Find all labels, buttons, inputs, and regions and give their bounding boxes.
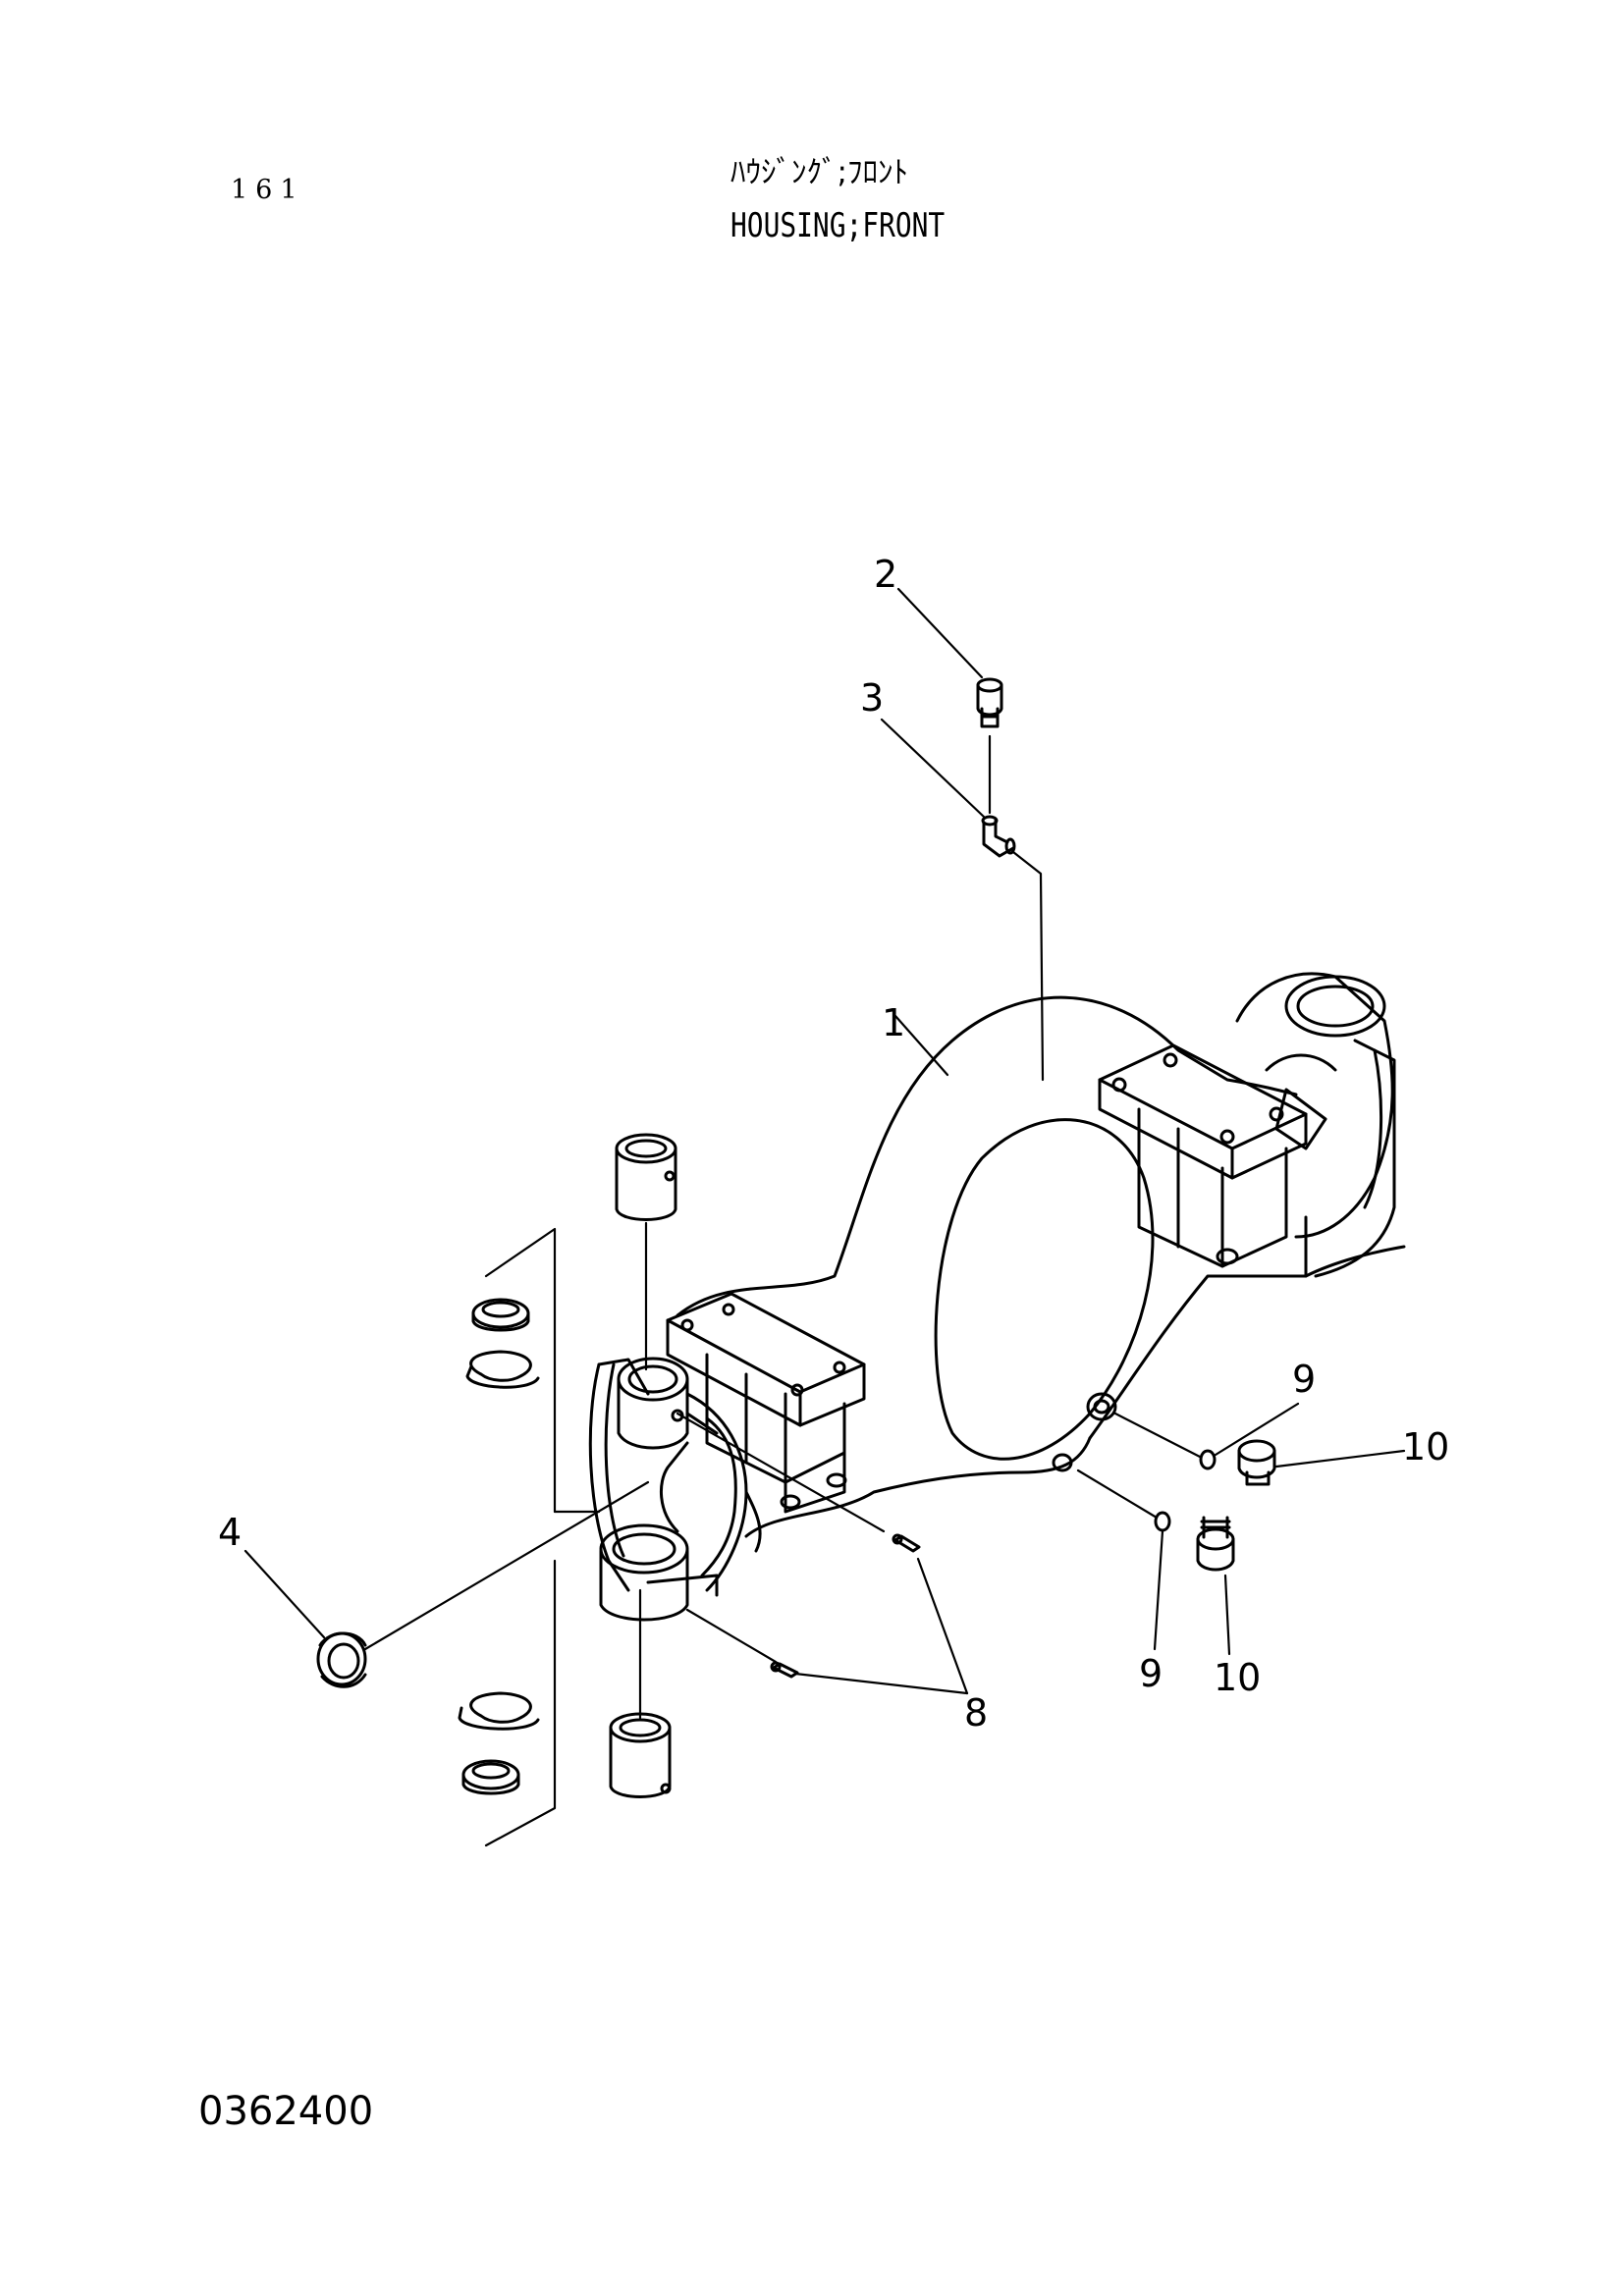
grease-fitting xyxy=(976,677,1003,728)
page-number: 161 xyxy=(231,175,305,205)
oil-seal xyxy=(316,1631,367,1688)
leader-lines xyxy=(243,587,1406,1847)
callout-10-upper: 10 xyxy=(1402,1425,1449,1468)
title-english: HOUSING;FRONT xyxy=(730,206,946,245)
grease-nipple xyxy=(770,1533,921,1679)
o-ring xyxy=(1154,1449,1217,1532)
callout-9-upper: 9 xyxy=(1292,1358,1316,1401)
title-japanese: ﾊｳｼﾞﾝｸﾞ;ﾌﾛﾝﾄ xyxy=(730,155,908,190)
upper-shim xyxy=(471,1298,530,1332)
upper-snap-ring xyxy=(465,1350,540,1389)
drawing-number: 0362400 xyxy=(198,2089,374,2134)
callout-1: 1 xyxy=(882,1001,905,1044)
callout-10-lower: 10 xyxy=(1214,1656,1261,1699)
callout-3: 3 xyxy=(860,676,884,720)
lower-snap-ring xyxy=(458,1691,540,1731)
lower-shim xyxy=(461,1759,520,1795)
callout-2: 2 xyxy=(874,553,897,596)
elbow-fitting xyxy=(981,815,1016,858)
upper-bushing xyxy=(615,1133,677,1221)
callout-4: 4 xyxy=(218,1511,242,1554)
callout-8: 8 xyxy=(964,1691,988,1735)
axle-housing xyxy=(588,972,1406,1622)
lower-bushing xyxy=(609,1712,672,1798)
callout-9-lower: 9 xyxy=(1139,1652,1163,1695)
drain-plug xyxy=(1196,1439,1276,1572)
